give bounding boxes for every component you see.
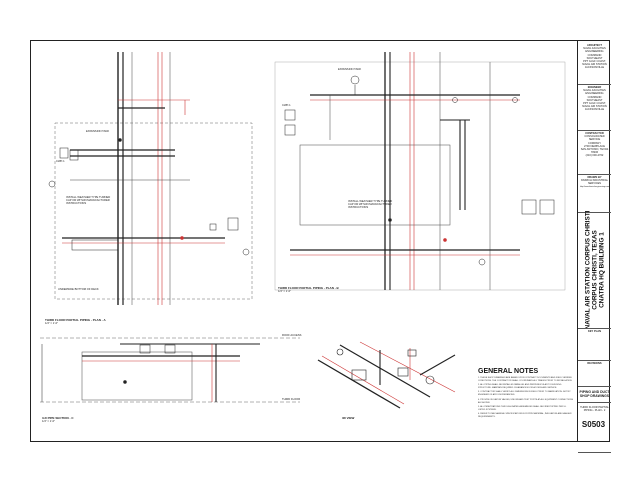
project-name-block: NAVAL AIR STATION CORPUS CHRISTI CORPUS … — [578, 211, 611, 330]
drawn-by-line: http://www.kimrichengineering.com — [579, 185, 610, 188]
drawing-title-line: SHOP DRAWINGS — [579, 394, 610, 398]
plan-a-pump-tag: CWP-1 — [56, 160, 65, 163]
engineer-heading: ENGINEER — [587, 86, 602, 89]
contractor-line: COMPANY — [588, 141, 601, 145]
section-c-title: 3-D PIPE SECTION - C — [42, 416, 74, 420]
drawing-subtitle-line: THIRD FLOOR PARTIAL — [580, 406, 609, 409]
architect-block: ARCHITECT NAVAL FACILITIES ENGINEERING C… — [579, 44, 610, 70]
roof-access-label: ROOF ACCESS — [282, 334, 302, 337]
architect-line: SOUTHEAST — [586, 56, 603, 60]
drawn-by-line: SERVICES — [587, 182, 602, 186]
contractor-line: (210) 000-2762 — [585, 154, 604, 158]
plan-b-tank-label: EXPANSION TANK — [338, 68, 362, 71]
contractor-line: 2730 NEWPLACE — [583, 144, 606, 148]
architect-line: NAVAL FACILITIES — [583, 47, 606, 51]
engineer-block: ENGINEER NAVAL FACILITIES ENGINEERING CO… — [579, 86, 610, 112]
plan-a-underside-note: UNDERSIDE BOTTOM OF DECK — [58, 288, 99, 291]
engineer-line: ENGINEERING COMMAND — [585, 92, 604, 99]
engineer-line: SOUTHEAST — [586, 98, 603, 102]
key-plan-label: KEY PLAN — [587, 330, 602, 333]
title-block-divider — [578, 130, 611, 131]
general-note: 5. ALL PENETRATIONS THROUGH RATED ASSEMB… — [478, 405, 567, 411]
general-note: 1. THESE SHOP DRAWINGS ARE BASED UPON CO… — [478, 377, 573, 383]
plan-b-install-note: INSTALL WEATHER TYPE TURNED CAP OR WITHI… — [348, 200, 393, 209]
architect-line: PPT GULF COAST, — [583, 60, 606, 64]
plan-a-tank-label: EXPANSION TANK — [86, 130, 110, 133]
iso-view-title: 3D VIEW — [342, 416, 355, 420]
engineer-line: JACKSONVILLE — [584, 108, 605, 112]
engineer-line: PPT GULF COAST, — [583, 102, 606, 106]
title-block-divider — [578, 452, 611, 453]
plan-a-install-note: INSTALL WEATHER TYPE TURNED CAP OR WITHI… — [66, 196, 111, 205]
drawing-subtitle-block: THIRD FLOOR PARTIAL PIPING - PLAN - 2 — [579, 406, 610, 412]
drawing-border — [30, 40, 610, 442]
title-block: ARCHITECT NAVAL FACILITIES ENGINEERING C… — [577, 40, 611, 453]
general-notes-list: 1. THESE SHOP DRAWINGS ARE BASED UPON CO… — [478, 377, 574, 420]
engineer-line: NAVAL FACILITIES — [583, 89, 606, 93]
drawing-title-line: PIPING AND DUCT — [579, 390, 610, 394]
title-block-divider — [578, 360, 611, 361]
general-note: 3. CONTRACTOR SHALL VERIFY ALL DIMENSION… — [478, 391, 571, 397]
plan-b-title: THIRD FLOOR PARTIAL PIPING - PLAN - B — [278, 286, 339, 290]
title-block-divider — [578, 174, 611, 175]
general-note: 2. ALL PIPING SHALL BE INSTALLED PARALLE… — [478, 384, 562, 390]
title-block-divider — [578, 84, 611, 85]
general-notes-title: GENERAL NOTES — [478, 368, 539, 375]
drawn-by-heading: DRAWN BY — [587, 176, 602, 179]
plan-b-pump-tag: CWP-1 — [282, 104, 291, 107]
architect-line: ENGINEERING COMMAND — [585, 50, 604, 57]
section-c-drawing — [40, 337, 300, 403]
plan-b-drawing — [274, 52, 566, 291]
drawn-by-block: DRAWN BY KIMRICH INDUSTRIAL SERVICES htt… — [579, 176, 610, 189]
drawing-subtitle-line: PIPING - PLAN - 2 — [583, 409, 606, 413]
project-line: NAVAL AIR STATION CORPUS CHRISTI — [584, 210, 591, 330]
title-block-divider — [578, 386, 611, 387]
title-block-divider — [578, 328, 611, 329]
revisions-label: REVISIONS — [587, 362, 602, 365]
architect-line: JACKSONVILLE — [584, 66, 605, 70]
contractor-line: SAN ANTONIO, TEXAS 78206 — [580, 148, 609, 155]
contractor-line: CONSOLIDATED SERVICE — [584, 135, 605, 142]
third-floor-label: THIRD FLOOR — [282, 398, 301, 401]
project-line: CNATRA HQ BUILDING 1 — [598, 232, 605, 308]
contractor-heading: CONTRACTOR — [585, 132, 604, 135]
iso-view-drawing — [317, 341, 456, 409]
plan-b-scale: 1/4" = 1'-0" — [278, 290, 292, 293]
general-note: 4. PROVIDE ISOLATION VALVES, UNIONS AND … — [478, 398, 573, 404]
architect-line: NAVAL AIR STATION — [582, 63, 607, 67]
drawn-by-line: KIMRICH INDUSTRIAL — [580, 179, 609, 183]
contractor-block: CONTRACTOR CONSOLIDATED SERVICE COMPANY … — [579, 132, 610, 158]
project-line: CORPUS CHRISTI, TEXAS — [591, 230, 598, 310]
general-note: 6. REFER TO MECHANICAL SPECIFICATIONS FO… — [478, 412, 572, 419]
section-c-scale: 1/4" = 1'-0" — [42, 420, 56, 423]
title-block-divider — [578, 212, 611, 213]
sheet-number: S0503 — [581, 420, 606, 429]
engineer-line: NAVAL AIR STATION — [582, 105, 607, 109]
title-block-divider — [578, 402, 611, 403]
plan-a-title: THIRD FLOOR PARTIAL PIPING - PLAN - A — [45, 318, 106, 322]
plan-a-drawing — [48, 52, 253, 305]
architect-heading: ARCHITECT — [587, 44, 602, 47]
drawing-title-block: PIPING AND DUCT SHOP DRAWINGS — [579, 390, 610, 398]
plan-a-scale: 1/4" = 1'-0" — [45, 322, 59, 325]
project-name: NAVAL AIR STATION CORPUS CHRISTI CORPUS … — [584, 211, 605, 330]
